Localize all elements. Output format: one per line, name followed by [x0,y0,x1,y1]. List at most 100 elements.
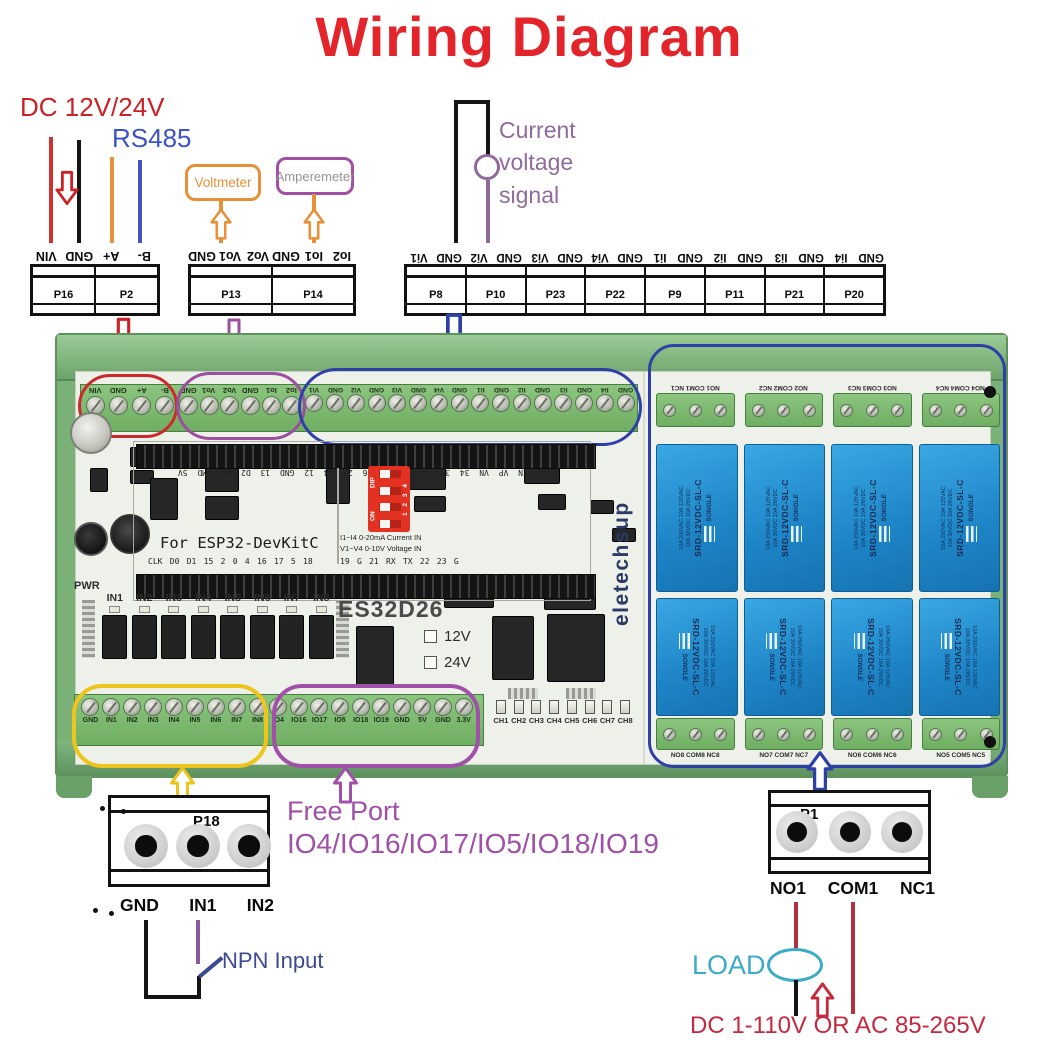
option-12v: 12V [424,628,471,645]
npn-in1-wire [196,920,200,964]
npn-switch-lever [197,956,224,979]
terminal-label: IN8 [252,717,264,724]
relay-terminal-block: NO6 COM6 NC6 [833,718,912,764]
port-label: P2 [119,289,134,302]
up-arrow-icon [210,208,232,240]
up-arrow-icon [806,751,834,791]
channel-led [584,700,595,714]
signal-wire-left [454,100,458,243]
channel-indicator: CH5 [563,700,581,734]
resistor-array [82,600,95,658]
screw-terminal [240,396,260,415]
load-black-wire [794,980,798,1016]
npn-gnd-wire [144,920,148,999]
pin-label: GND [677,251,703,263]
channel-label: CH2 [511,716,527,725]
port: P23 [524,267,585,313]
terminal-label: IO5 [334,717,346,724]
input-channel: IN1 [100,592,130,670]
channel-led [566,700,577,714]
port-label: P9 [668,289,682,302]
terminal: GND [532,386,553,430]
terminal: GND [491,386,512,430]
p18-pin [176,824,220,868]
ic-chip [90,468,108,492]
screw-terminal [554,394,573,412]
screw-terminal [954,727,968,741]
dc-power-label: DC 12V/24V [20,92,165,122]
terminal-label: IO19 [373,717,389,724]
rs485-a-wire [110,157,114,243]
terminal: IO5 [330,698,351,744]
ic-chip [538,494,566,510]
resistor-array [566,688,596,699]
pin-label: Vi2 [470,251,488,263]
terminal: Vi3 [387,386,408,430]
voltage-in-note: V1~V4 0-10V Voltage IN [340,543,422,553]
screw-terminal [409,394,428,412]
channel-label: CH6 [582,716,598,725]
screw-terminal [429,394,448,412]
screw-terminal [751,403,765,417]
esp32-socket-outline [133,441,591,601]
terminal-label: IN5 [189,717,201,724]
channel-label: CH3 [528,716,544,725]
option-label: 12V [444,628,471,645]
pin-label: Ii2 [713,251,727,263]
com1-wire [851,902,855,1014]
port-label: P14 [303,289,323,302]
signal-label-line1: Current [499,117,576,143]
input-channel: IN4 [189,592,219,670]
terminal-label: IO16 [291,717,307,724]
dc-ground-wire [77,140,81,243]
port: P21 [763,267,824,313]
screw-terminal [471,394,490,412]
relay-terminal-block: NO4 COM4 NC4 [921,384,1000,440]
input-led [109,606,121,613]
input-channel: IN8 [307,592,337,670]
pin-label: Ii3 [774,251,787,263]
screw-terminal [663,727,677,741]
channel-indicator: CH8 [616,700,634,734]
screw-terminal [928,727,942,741]
terminal: Ii2 [512,386,533,430]
pin-label: Vi3 [531,251,549,263]
p18-pin [227,824,271,868]
input-label: IN6 [254,592,271,604]
pin-label: B- [137,249,151,263]
connector-bar [111,810,267,813]
channel-label: CH8 [617,716,633,725]
screw-terminal [413,698,432,716]
input-label: IN2 [136,592,153,604]
relay-terminal-label: NO7 COM7 NC7 [759,752,809,759]
screw-terminal [346,394,365,412]
page-title: Wiring Diagram [315,5,743,68]
relay-section-outline [648,344,1006,768]
channel-indicator: CH2 [510,700,528,734]
ic-chip [547,614,605,682]
dip-switch: ON DIP 1 2 3 4 [368,466,410,532]
terminal-label: IN4 [168,717,180,724]
relay-terminal-green [744,718,823,750]
signal-wire-purple [486,180,490,243]
analog-terminals-outline [298,368,642,446]
capacitor [74,522,108,556]
port-label: P22 [605,289,625,302]
load-label: LOAD [692,950,766,980]
pin-label: Io2 [332,249,352,263]
channel-led [620,700,631,714]
screw-terminal [372,698,391,716]
relay-terminal-label: NO5 COM5 NC5 [936,752,986,759]
terminal: Vo2 [219,386,240,430]
terminal: GND [574,386,595,430]
channel-indicator: CH1 [492,700,510,734]
terminal: GND [240,386,261,430]
input-led [227,606,239,613]
screw-terminal [802,727,816,741]
screw-terminal [575,394,594,412]
